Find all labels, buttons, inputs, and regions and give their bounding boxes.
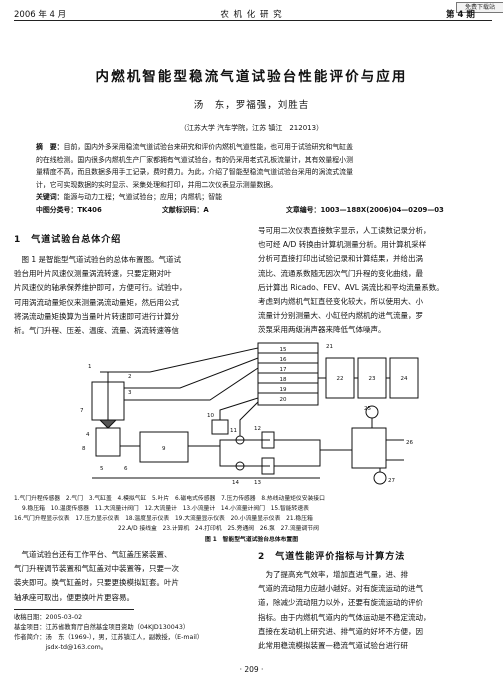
section-1-continued: 气道试验台还有工作平台、气缸盖压紧装置、 气门升程调节装置和气缸盖对中装置等，只… (14, 548, 240, 605)
box-number: 24 (401, 376, 408, 382)
body-line: 号可用二次仪表直接数字显示，人工读数记录分析， (258, 226, 431, 235)
part-label: 21 (326, 344, 333, 350)
body-line: 气门升程调节装置和气缸盖对中装置等，只要一次 (14, 564, 179, 574)
page-number: · 209 · (239, 665, 264, 674)
abstract-line: 目前，国内外多采用稳流气道试验台来研究和评价内燃机气道性能，也可用于试验研究和气… (63, 143, 353, 151)
part-label: 25 (364, 406, 371, 412)
figure-legend-line: 1.气门升程传感器 2.气门 3.气缸盖 4.模拟气缸 5.叶片 6.磁电式传感… (14, 496, 325, 502)
body-line: 流量计分别测量大、小缸径内燃机的进气流量，罗 (258, 311, 423, 321)
instrument-number: 19 (280, 387, 287, 393)
part-label: 13 (254, 480, 261, 486)
header-issue: 第 4 期 (446, 10, 475, 20)
body-line: 指标。由于内燃机气道内的气体运动是不稳定流动， (258, 612, 431, 622)
part-label: 27 (388, 478, 395, 484)
part-label: 7 (80, 408, 84, 414)
right-column-body: 号可用二次仪表直接数字显示，人工读数记录分析， 也可经 A/D 转换由计算机测量… (258, 224, 494, 338)
abstract: 摘 要：目前，国内外多采用稳流气道试验台来研究和评价内燃机气道性能，也可用于试验… (36, 141, 476, 216)
body-line: 气道试验台还有工作平台、气缸盖压紧装置、 (14, 550, 172, 559)
body-line: 流比、流通系数随无因次气门升程的变化曲线，最 (258, 268, 423, 278)
box-number: 23 (369, 376, 376, 382)
footnote: 收稿日期：2005-03-02 基金项目：江苏省教育厅自然基金项目资助（04KJ… (14, 613, 254, 653)
part-label: 2 (128, 374, 132, 380)
part-label: 9 (162, 446, 166, 452)
section-1-heading: 1 气道试验台总体介绍 (14, 235, 122, 245)
body-line: 直接在发动机上研究进、排气道的好坏不方便，因 (258, 626, 423, 636)
part-label: 11 (230, 428, 237, 434)
section-2-heading: 2 气道性能评价指标与计算方法 (258, 552, 406, 562)
instrument-number: 18 (280, 377, 287, 383)
part-label: 3 (128, 390, 132, 396)
body-line: 片风速仪的轴承保养维护即可，方便可行。试验中， (14, 283, 187, 293)
instrument-number: 17 (280, 367, 287, 373)
body-line: 验台用叶片风速仪测量涡流转速，只要定期对叶 (14, 269, 172, 279)
body-line: 为了提高充气效率，增加直进气量，进、排 (258, 570, 408, 579)
figure-legend-line: 16.气门升程显示仪表 17.压力显示仪表 18.温度显示仪表 19.大流量显示… (14, 516, 313, 522)
article-number: 文章编号：1003—188X(2006)04—0209—03 (286, 205, 444, 214)
watermark-stamp: 免费下载站 (456, 2, 503, 13)
figure-legend-line: 22.A/D 接线盒 23.计算机 24.打印机 25.旁通阀 26.泵 27.… (118, 526, 319, 532)
body-line: 装夹即可。换气缸盖时，只要更换模拟缸套。叶片 (14, 578, 179, 588)
paper-authors: 汤 东，罗福强，刘胜吉 (193, 100, 310, 111)
body-line: 分析可直接打印出试验记录和计算结果，并给出涡 (258, 254, 423, 264)
abstract-line: 量精度不高，而且数据多用手工记录，费时费力。为此，介绍了智能型稳流气道试验台采用… (36, 168, 353, 176)
clc-number: 中图分类号：TK406 (36, 205, 102, 214)
part-label: 1 (88, 364, 92, 370)
keywords: 能源与动力工程；气道试验台；应用；内燃机；智能 (63, 193, 223, 201)
section-2-body: 为了提高充气效率，增加直进气量，进、排 气道的流动阻力应越小越好。对有旋流运动的… (258, 568, 494, 653)
abstract-line: 计，它可实现数据的实时显示、采集处理和打印，并用二次仪表显示测量数据。 (36, 180, 278, 189)
body-line: 可用涡流动量矩仪来测量涡流动量矩，然后用公式 (14, 297, 179, 307)
part-label: 14 (232, 480, 239, 486)
figure-caption: 图 1 智能型气道试验台总体布置图 (204, 537, 298, 543)
part-label: 6 (124, 466, 128, 472)
keywords-label: 关键词： (36, 193, 64, 201)
body-line: 图 1 是智能型气道试验台的总体布置图。气道试 (14, 255, 182, 264)
author-email: jsdx-td@163.com。 (14, 644, 108, 651)
body-line: 气道的流动阻力应越小越好。对有旋流运动的进气 (258, 584, 423, 594)
body-line: 也可经 A/D 转换由计算机测量分析。用计算机采样 (258, 240, 427, 250)
document-code: 文献标识码：A (162, 205, 209, 214)
body-line: 轴承座可取出，便更换叶片更容易。 (14, 592, 134, 602)
instrument-rack (257, 342, 319, 406)
part-label: 10 (207, 413, 214, 419)
figure-legend-line: 9.稳压箱 10.温度传感器 11.大流量计阀门 12.大流量计 13.小流量计… (22, 506, 309, 512)
body-line: 析。气门升程、压差、温度、流量、涡流转速等信 (14, 326, 179, 336)
box-number: 22 (337, 376, 344, 382)
simulated-cylinder (95, 427, 121, 457)
body-line: 道，除减少流动阻力以外，还要有旋流运动的评价 (258, 598, 423, 608)
part-label: 5 (100, 466, 104, 472)
body-line: 将涡流动量矩换算为当量叶片转速即可进行计算分 (14, 311, 179, 321)
stabilizer-tank (139, 431, 189, 463)
header-date: 2006 年 4 月 (14, 10, 67, 20)
instrument-number: 15 (280, 347, 287, 353)
received-date: 收稿日期：2005-03-02 (14, 614, 83, 621)
paper-title: 内燃机智能型稳流气道试验台性能评价与应用 (95, 69, 408, 85)
instrument-number: 20 (280, 397, 287, 403)
abstract-line: 的在线检测。国内很多内燃机生产厂家都拥有气道试验台，有的仍采用老式孔板流量计，其… (36, 155, 353, 164)
abstract-label: 摘 要： (36, 143, 64, 151)
temperature-sensor (211, 419, 229, 435)
instrument-number: 16 (280, 357, 287, 363)
part-label: 26 (406, 440, 413, 446)
roots-pump (351, 427, 387, 469)
fund-info: 基金项目：江苏省教育厅自然基金项目资助（04KJD130043） (14, 624, 190, 631)
body-line: 茨泵采用两级消声器来降低气体噪声。 (258, 325, 386, 335)
author-info: 作者简介：汤 东（1969-），男，江苏镇江人，副教授，（E-mail） (14, 634, 204, 641)
part-label: 8 (82, 446, 86, 452)
body-line: 后计算出 Ricado、FEV、AVL 涡流比和平均流量系数。 (258, 282, 444, 292)
footnote-rule (14, 609, 134, 610)
header-journal: 农 机 化 研 究 (220, 10, 283, 20)
part-label: 12 (254, 426, 261, 432)
header-rule (14, 20, 492, 21)
paper-affiliation: （江苏大学 汽车学院，江苏 镇江 212013） (179, 124, 324, 132)
part-label: 4 (86, 432, 90, 438)
section-1-body: 图 1 是智能型气道试验台的总体布置图。气道试 验台用叶片风速仪测量涡流转速，只… (14, 253, 240, 338)
body-line: 考虑到内燃机气缸直径变化较大，所以使用大、小 (258, 297, 423, 307)
body-line: 此常用稳流模拟装置—稳流气道试验台进行研 (258, 641, 408, 651)
